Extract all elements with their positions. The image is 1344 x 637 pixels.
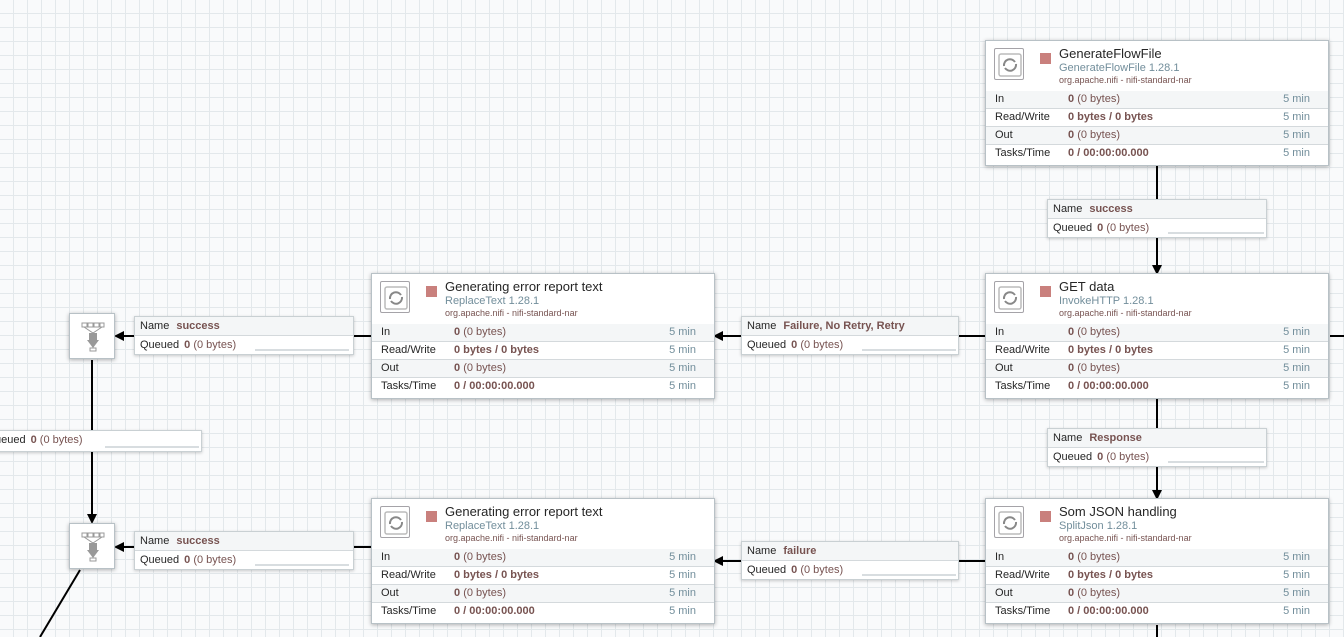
processor-icon	[994, 281, 1024, 313]
processor-name: Generating error report text	[445, 279, 603, 294]
processor-name: GenerateFlowFile	[1059, 46, 1162, 61]
processor-type: SplitJson 1.28.1	[1059, 520, 1138, 532]
processor-icon	[380, 506, 410, 538]
processor-name: Som JSON handling	[1059, 504, 1177, 519]
processor-bundle: org.apache.nifi - nifi-standard-nar	[445, 308, 578, 318]
processor-error-report-2[interactable]: Generating error report text ReplaceText…	[371, 498, 715, 624]
queue-bar	[1168, 232, 1264, 234]
processor-som-json[interactable]: Som JSON handling SplitJson 1.28.1 org.a…	[985, 498, 1329, 624]
processor-generateflowfile[interactable]: GenerateFlowFile GenerateFlowFile 1.28.1…	[985, 40, 1329, 166]
processor-bundle: org.apache.nifi - nifi-standard-nar	[1059, 75, 1192, 85]
stopped-state-icon[interactable]	[1040, 53, 1051, 64]
queue-bar	[105, 446, 199, 448]
stopped-state-icon[interactable]	[426, 511, 437, 522]
queue-bar	[255, 564, 349, 566]
processor-type: InvokeHTTP 1.28.1	[1059, 295, 1154, 307]
processor-name: GET data	[1059, 279, 1115, 294]
processor-error-report-1[interactable]: Generating error report text ReplaceText…	[371, 273, 715, 399]
funnel-icon	[81, 532, 105, 562]
stopped-state-icon[interactable]	[1040, 511, 1051, 522]
queue-bar	[1168, 461, 1264, 463]
queue-bar	[862, 349, 956, 351]
processor-bundle: org.apache.nifi - nifi-standard-nar	[445, 533, 578, 543]
funnel-2[interactable]	[69, 523, 115, 569]
processor-name: Generating error report text	[445, 504, 603, 519]
link-funnel2-to-bottom	[39, 569, 81, 637]
processor-icon	[380, 281, 410, 313]
queue-bar	[255, 349, 349, 351]
processor-type: GenerateFlowFile 1.28.1	[1059, 62, 1180, 74]
queue-bar	[862, 574, 956, 576]
processor-type: ReplaceText 1.28.1	[445, 520, 540, 532]
processor-icon	[994, 506, 1024, 538]
funnel-1[interactable]	[69, 313, 115, 359]
processor-get-data[interactable]: GET data InvokeHTTP 1.28.1 org.apache.ni…	[985, 273, 1329, 399]
stopped-state-icon[interactable]	[1040, 286, 1051, 297]
stopped-state-icon[interactable]	[426, 286, 437, 297]
processor-type: ReplaceText 1.28.1	[445, 295, 540, 307]
processor-bundle: org.apache.nifi - nifi-standard-nar	[1059, 308, 1192, 318]
funnel-icon	[81, 322, 105, 352]
processor-bundle: org.apache.nifi - nifi-standard-nar	[1059, 533, 1192, 543]
processor-icon	[994, 48, 1024, 80]
